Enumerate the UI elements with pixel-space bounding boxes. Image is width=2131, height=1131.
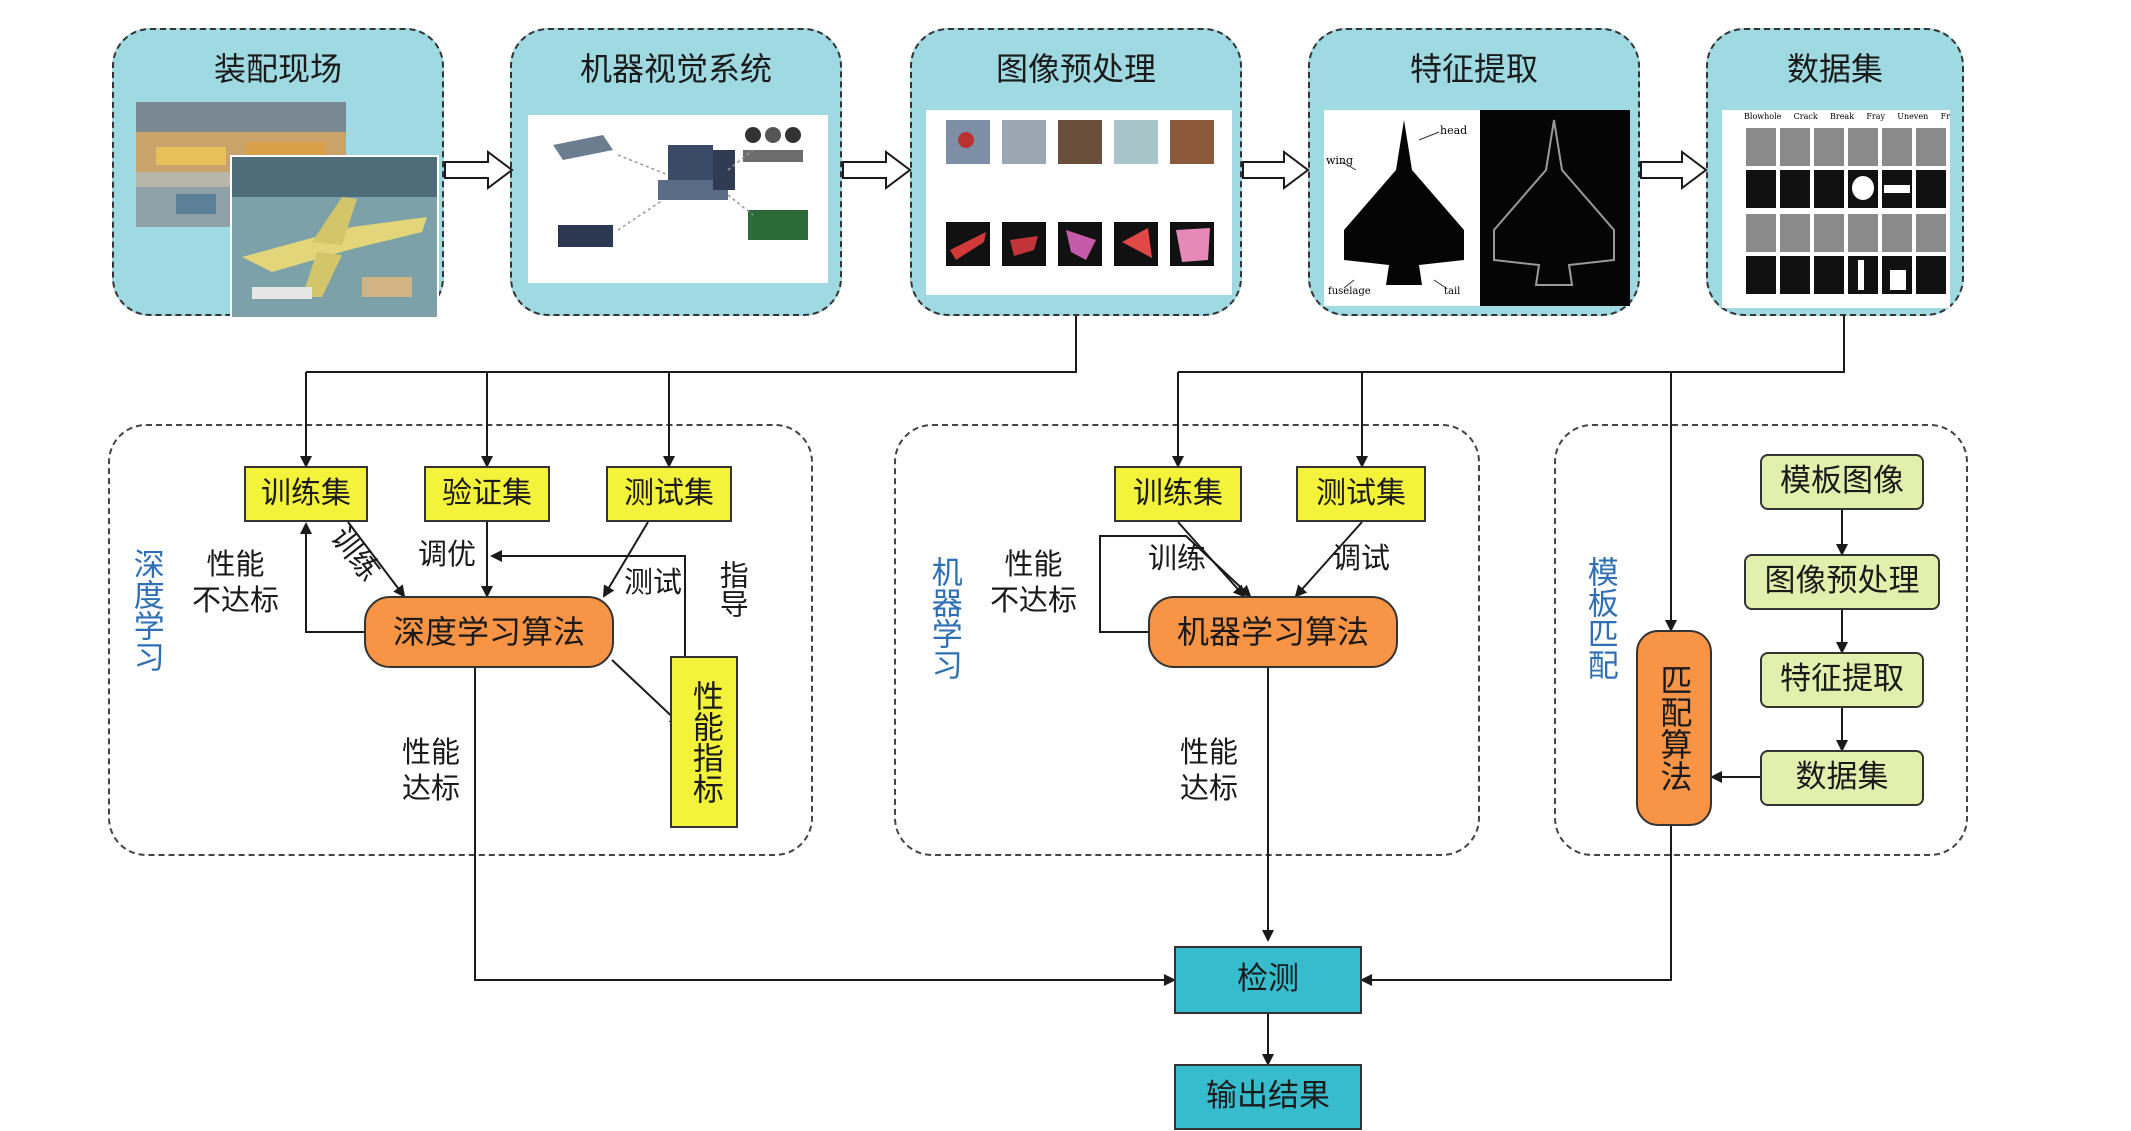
- dl-algorithm: 深度学习算法: [364, 596, 614, 668]
- preprocessing-image: [926, 110, 1232, 295]
- dl-edge-fail: 性能 不达标: [192, 547, 280, 618]
- dataset-image: Blowhole Crack Break Fray Uneven Fr: [1722, 110, 1950, 308]
- dataset-column-label: Uneven: [1897, 112, 1929, 121]
- ml-edge-fail: 性能 不达标: [990, 547, 1078, 618]
- group-label-machine-learning: 机器学习: [925, 556, 962, 680]
- dl-performance-metrics: 性能指标: [670, 656, 738, 828]
- stage-dataset: 数据集: [1706, 28, 1964, 316]
- feature-label-fuselage: fuselage: [1328, 286, 1371, 297]
- stage-title: 图像预处理: [995, 50, 1156, 88]
- feature-extraction-image: head wing fuselage tail: [1324, 110, 1630, 306]
- dl-edge-tune: 调优: [418, 537, 477, 571]
- dataset-column-label: Fr: [1940, 112, 1950, 121]
- feature-label-wing: wing: [1326, 154, 1354, 167]
- dataset-column-label: Break: [1829, 112, 1855, 121]
- tm-matching-algorithm: 匹配算法: [1636, 630, 1712, 826]
- stage-title: 数据集: [1786, 50, 1883, 88]
- ml-train-set: 训练集: [1114, 466, 1242, 522]
- stage-vision-system: 机器视觉系统: [510, 28, 842, 316]
- tm-preprocessing: 图像预处理: [1744, 554, 1940, 610]
- detection-box: 检测: [1174, 946, 1362, 1014]
- group-label-deep-learning: 深度学习: [127, 548, 164, 672]
- vision-system-image: [528, 115, 828, 283]
- feature-label-head: head: [1440, 124, 1468, 137]
- group-deep-learning: [108, 424, 813, 856]
- ml-edge-pass: 性能 达标: [1180, 735, 1239, 806]
- factory-photo-2: [230, 155, 439, 319]
- dl-edge-guide: 指导: [715, 560, 750, 618]
- dl-train-set: 训练集: [244, 466, 368, 522]
- ml-edge-train: 训练: [1148, 541, 1207, 575]
- dl-edge-test: 测试: [624, 565, 683, 599]
- output-result-box: 输出结果: [1174, 1064, 1362, 1130]
- stage-preprocessing: 图像预处理: [910, 28, 1242, 316]
- stage-title: 机器视觉系统: [579, 50, 772, 88]
- ml-algorithm: 机器学习算法: [1148, 596, 1398, 668]
- group-template-matching: [1554, 424, 1968, 856]
- stage-feature-extraction: 特征提取 head wing fuselage tail: [1308, 28, 1640, 316]
- stage-title: 特征提取: [1409, 50, 1538, 88]
- dataset-column-label: Crack: [1793, 112, 1818, 121]
- dataset-column-label: Blowhole: [1744, 112, 1782, 121]
- dl-validation-set: 验证集: [424, 466, 550, 522]
- stage-title: 装配现场: [213, 50, 342, 88]
- feature-label-tail: tail: [1444, 286, 1461, 297]
- tm-template-image: 模板图像: [1760, 454, 1924, 510]
- dl-edge-pass: 性能 达标: [402, 735, 461, 806]
- group-machine-learning: [894, 424, 1480, 856]
- tm-dataset: 数据集: [1760, 750, 1924, 806]
- dataset-column-labels: Blowhole Crack Break Fray Uneven Fr: [1744, 112, 1950, 121]
- ml-test-set: 测试集: [1296, 466, 1426, 522]
- dl-test-set: 测试集: [606, 466, 732, 522]
- group-label-template-matching: 模板匹配: [1581, 556, 1618, 680]
- dataset-column-label: Fray: [1866, 112, 1885, 121]
- hollow-arrow: [444, 150, 1708, 190]
- stage-assembly-site: 装配现场: [112, 28, 444, 319]
- ml-edge-debug: 调试: [1332, 541, 1391, 575]
- tm-feature-extraction: 特征提取: [1760, 652, 1924, 708]
